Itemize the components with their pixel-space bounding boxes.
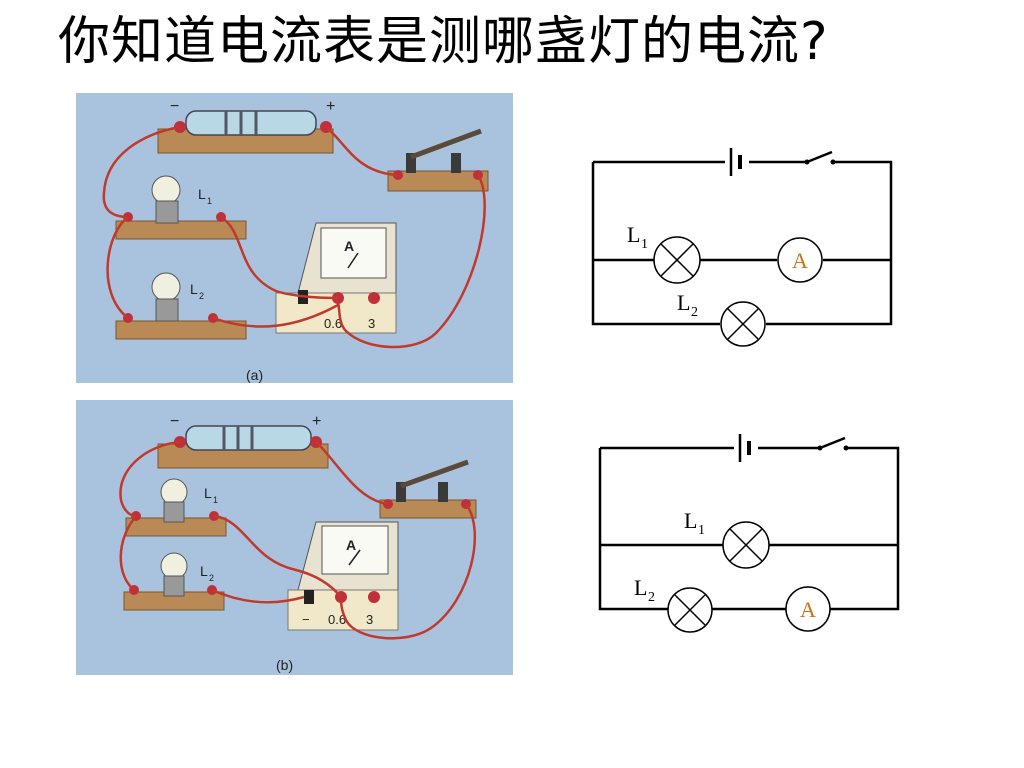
slide-title: 你知道电流表是测哪盏灯的电流? (58, 12, 829, 72)
plus-sign: + (312, 413, 321, 430)
meter-letter: A (344, 238, 354, 254)
switch-board (379, 499, 477, 519)
lamp1-board (115, 220, 247, 240)
lamp2-symbol (667, 587, 713, 633)
terminal-06: 0.6 (328, 612, 346, 627)
lamp1-label: L (684, 508, 697, 533)
lamp2-board (115, 320, 247, 340)
battery-cell (185, 110, 317, 136)
battery-cell (185, 425, 312, 451)
minus-sign: − (170, 98, 179, 115)
ammeter-face (320, 227, 387, 279)
ammeter-symbol: A (777, 237, 823, 283)
lamp2-symbol (720, 301, 766, 347)
ammeter-symbol: A (785, 586, 831, 632)
ammeter-label: A (792, 248, 808, 273)
lamp1-label-sub: 1 (641, 237, 648, 252)
lamp2-label-sub: 2 (209, 573, 214, 583)
lamp1-symbol (722, 521, 770, 569)
minus-sign: − (170, 413, 179, 430)
ammeter-label: A (800, 597, 816, 622)
plus-sign: + (326, 98, 335, 115)
terminal-3: 3 (368, 316, 375, 331)
top-wire (591, 160, 893, 326)
battery-symbol (734, 434, 758, 462)
wires (102, 125, 486, 349)
circuit-photo-a: − + L 1 L 2 A 0.6 3 (76, 93, 513, 383)
schematic-b: A L 1 L 2 (592, 428, 912, 638)
lamp2-label: L (190, 281, 198, 297)
terminal-3: 3 (366, 612, 373, 627)
lamp1-label: L (627, 222, 640, 247)
ammeter-face (321, 525, 389, 575)
switch-board (387, 170, 489, 192)
meter-letter: A (346, 537, 356, 553)
battery-symbol (725, 148, 749, 176)
switch-lever (410, 128, 482, 160)
lamp2-bulb (160, 552, 188, 580)
lamp2-label: L (634, 575, 647, 600)
switch-blade (819, 436, 846, 450)
lamp1-label: L (204, 485, 212, 501)
lamp2-label-sub: 2 (691, 305, 698, 320)
lamp1-label-sub: 1 (207, 196, 212, 206)
lamp1-label-sub: 1 (213, 495, 218, 505)
lamp2-bulb (151, 272, 181, 302)
terminal-06: 0.6 (324, 316, 342, 331)
lamp1-label: L (198, 186, 206, 202)
outer-wire (598, 446, 900, 611)
terminal-minus: − (302, 612, 310, 627)
photo-caption: (b) (276, 657, 293, 673)
lamp1-bulb (160, 478, 188, 506)
schematic-a: A L 1 L 2 (585, 140, 905, 347)
lamp2-label: L (200, 563, 208, 579)
photo-caption: (a) (246, 367, 263, 383)
lamp2-label-sub: 2 (199, 291, 204, 301)
lamp1-label-sub: 1 (698, 523, 705, 538)
lamp1-symbol (653, 236, 701, 284)
circuit-photo-b: − + L 1 L 2 A − 0.6 3 (76, 400, 513, 675)
lamp2-label-sub: 2 (648, 590, 655, 605)
switch-blade (806, 150, 833, 164)
wires (119, 440, 477, 640)
lamp1-bulb (151, 175, 181, 205)
switch-lever (400, 459, 469, 489)
lamp2-label: L (677, 290, 690, 315)
